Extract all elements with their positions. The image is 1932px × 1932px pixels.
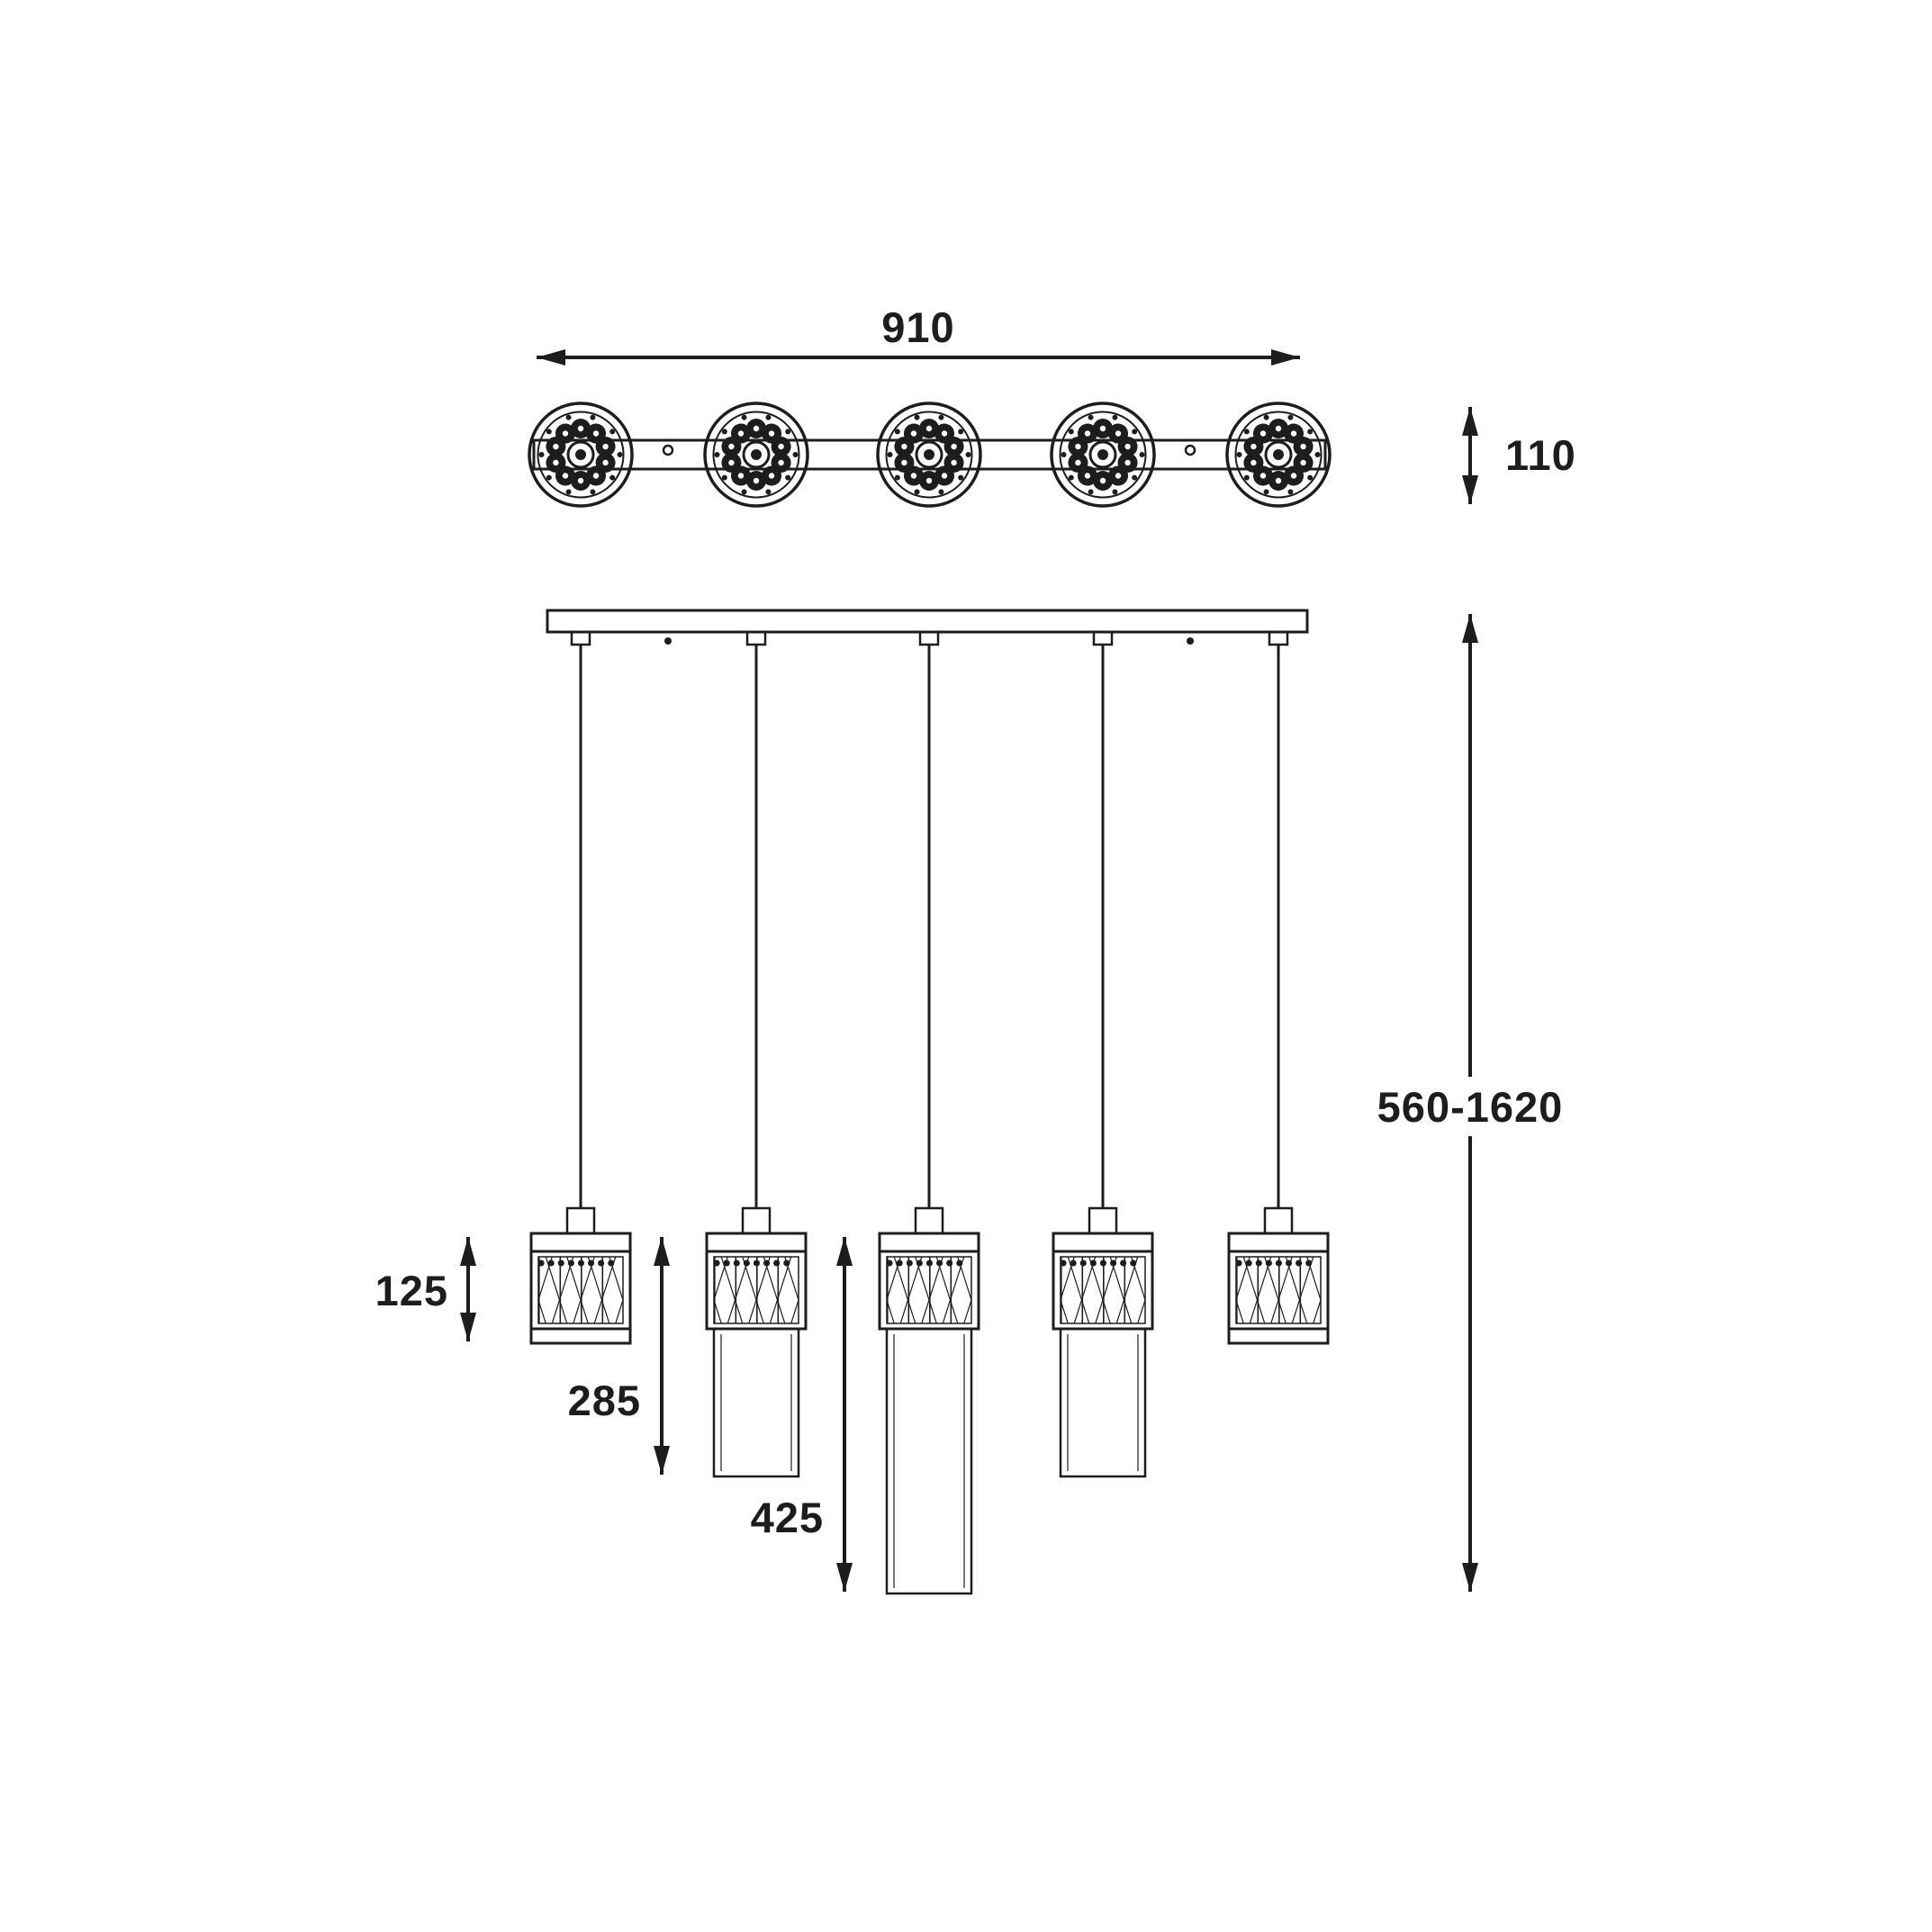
- dim-pendant-long-label: 425: [751, 1494, 824, 1541]
- top-view-screw-right: [1184, 444, 1196, 456]
- cord-gripper-4: [1092, 630, 1114, 646]
- cord-gripper-1: [570, 630, 591, 646]
- dim-overall-width: 910: [537, 303, 1300, 366]
- canopy-bar: [546, 609, 1309, 634]
- dim-pendant-medium: 285: [568, 1237, 670, 1475]
- dim-overall-width-label: 910: [881, 303, 954, 351]
- front-view: 125 285 425 560-1620: [375, 609, 1587, 1593]
- rosette-2: [703, 402, 809, 508]
- rosette-4: [1050, 402, 1156, 508]
- pendant-2-medium: [707, 1208, 806, 1476]
- canopy-screw-left: [664, 637, 672, 645]
- cord-gripper-5: [1268, 630, 1289, 646]
- pendant-5-short: [1229, 1208, 1328, 1343]
- pendant-4-medium: [1053, 1208, 1152, 1476]
- dim-pendant-medium-label: 285: [568, 1377, 641, 1424]
- pendant-1-short: [531, 1208, 630, 1343]
- top-view: 910 110: [528, 303, 1576, 508]
- rosette-1: [528, 402, 634, 508]
- top-view-screw-left: [662, 444, 674, 456]
- pendant-3-long: [880, 1208, 979, 1593]
- cord-gripper-3: [918, 630, 940, 646]
- rosette-3: [876, 402, 982, 508]
- dim-canopy-depth: 110: [1462, 407, 1576, 504]
- cord-gripper-2: [745, 630, 767, 646]
- dim-pendant-long: 425: [751, 1237, 853, 1592]
- canopy-screw-right: [1187, 637, 1194, 645]
- top-view-bar: [532, 438, 1327, 471]
- dim-pendant-short: 125: [375, 1237, 476, 1341]
- dim-drop-range-label: 560-1620: [1377, 1083, 1564, 1131]
- dim-drop-range: 560-1620: [1355, 614, 1587, 1592]
- dim-canopy-depth-label: 110: [1505, 431, 1576, 479]
- dim-pendant-short-label: 125: [375, 1267, 448, 1314]
- rosette-5: [1225, 402, 1332, 508]
